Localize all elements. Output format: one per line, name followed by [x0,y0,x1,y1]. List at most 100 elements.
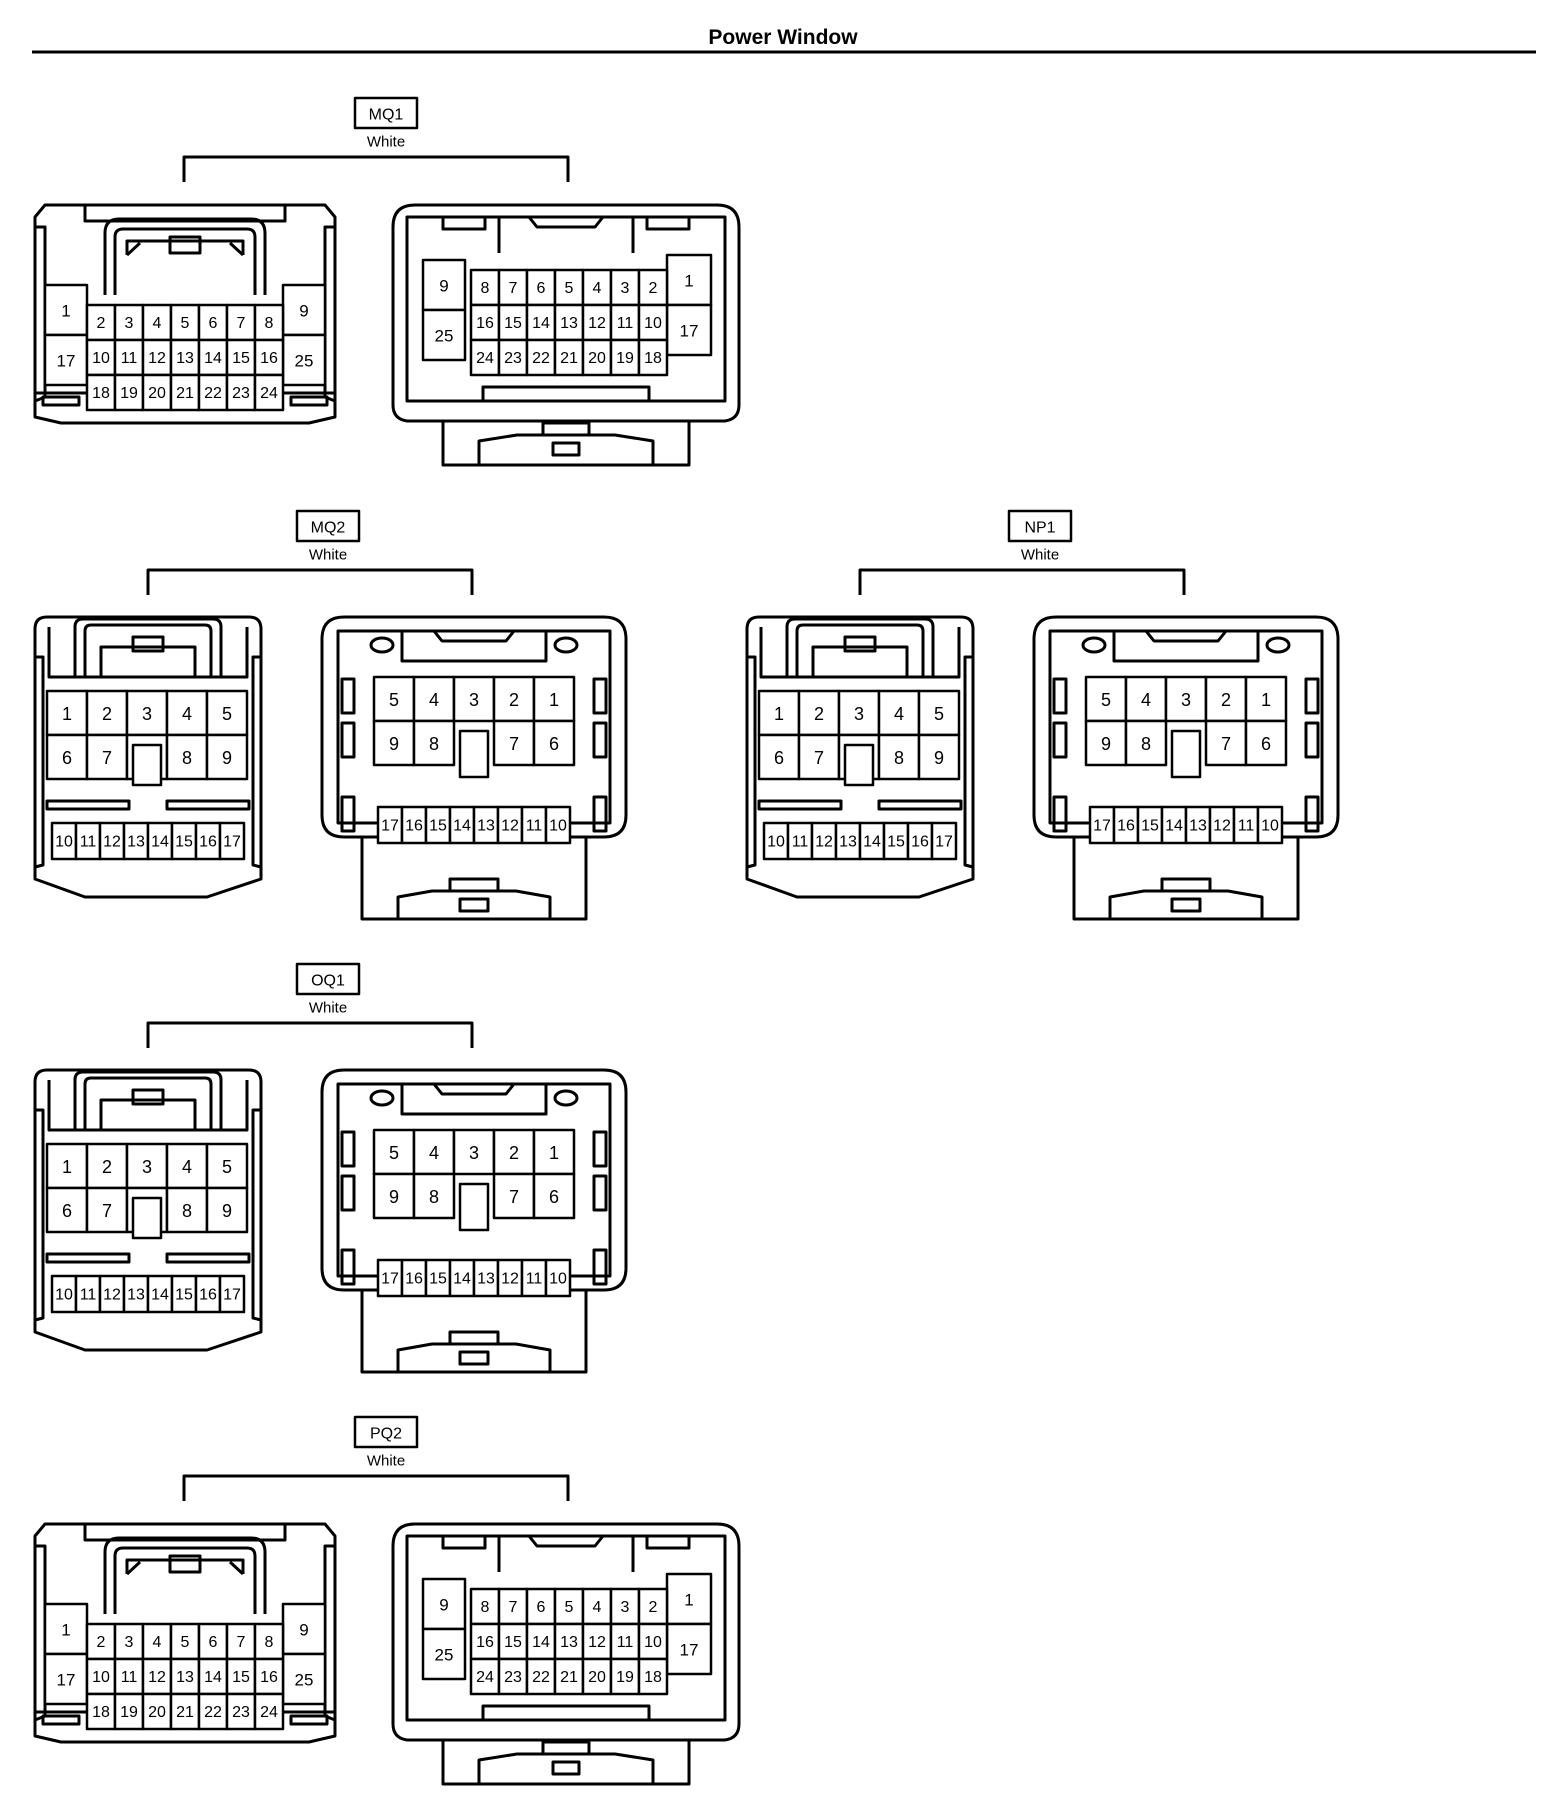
pin-number: 14 [453,1271,471,1288]
pin-number: 3 [1181,690,1191,710]
pin-number: 14 [1165,818,1183,835]
pin-number: 15 [504,1634,522,1651]
pin-number: 11 [526,1271,543,1288]
pin-number: 10 [767,834,785,851]
pin-number: 2 [97,315,106,332]
pin-cell [165,1186,209,1234]
pin-number: 2 [97,1634,106,1651]
pin-number: 6 [774,748,784,768]
pin-number: 17 [680,1641,699,1660]
pin-number: 15 [232,350,250,367]
pin-number: 17 [57,352,76,371]
pin-cell [225,1692,257,1731]
pin-cell [45,733,89,781]
pin-number: 12 [501,1271,519,1288]
pin-cell [1088,805,1116,845]
pin-cell [492,1172,536,1220]
pin-number: 2 [1221,690,1231,710]
pin-number: 3 [125,315,134,332]
connector-id-box [295,509,361,543]
pin-number: 6 [549,734,559,754]
pin-number: 17 [57,1671,76,1690]
pin-number: 1 [1261,690,1271,710]
connector-color: White [367,1453,405,1470]
pin-cell [421,258,467,312]
pin-number: 23 [232,1704,250,1721]
pin-number: 20 [148,1704,166,1721]
pin-number: 10 [1261,818,1279,835]
pin-number: 24 [260,1704,278,1721]
pin-number: 1 [61,1621,70,1640]
pin-number: 8 [265,1634,274,1651]
pin-number: 18 [644,1669,662,1686]
pin-cell [496,1258,524,1298]
pin-number: 24 [260,385,278,402]
connector-id-box [1007,509,1073,543]
pin-number: 9 [1101,734,1111,754]
pin-number: 16 [405,818,423,835]
pin-number: 6 [537,280,546,297]
pin-number: 13 [560,315,578,332]
pin-number: 11 [526,818,543,835]
pin-number: 17 [1093,818,1111,835]
pin-cell [412,719,456,767]
pin-number: 16 [476,1634,494,1651]
pin-number: 16 [476,315,494,332]
connector-bracket [182,1474,570,1501]
pin-number: 22 [532,350,550,367]
pin-number: 15 [1141,818,1159,835]
pin-cell [637,1622,669,1661]
pin-cell [141,338,173,377]
pin-cell [609,268,641,307]
connector-id: MQ1 [369,107,404,124]
pin-number: 16 [199,1287,217,1304]
pin-number: 5 [181,1634,190,1651]
pin-number: 15 [504,315,522,332]
pin-cell [218,1274,246,1314]
pin-number: 6 [1261,734,1271,754]
pin-number: 1 [549,690,559,710]
pin-number: 22 [204,385,222,402]
pin-number: 16 [260,1669,278,1686]
pin-number: 2 [509,690,519,710]
pin-cell [98,821,126,861]
pin-cell [113,338,145,377]
pin-cell [609,1657,641,1696]
pin-cell [253,373,285,412]
pin-cell [581,1657,613,1696]
pin-cell [544,805,572,845]
pin-number: 11 [617,315,634,332]
pin-cell [372,675,416,723]
pin-number: 11 [792,834,809,851]
pin-number: 5 [181,315,190,332]
pin-cell [122,821,150,861]
pin-cell [532,719,576,767]
pin-number: 3 [621,1599,630,1616]
pin-number: 4 [429,690,439,710]
pin-cell [225,303,257,342]
pin-number: 20 [588,1669,606,1686]
pin-cell [786,821,814,861]
pin-number: 16 [405,1271,423,1288]
connector-id-box [295,962,361,996]
pin-number: 13 [1189,818,1207,835]
pin-number: 25 [295,352,314,371]
pin-cell [125,1142,169,1190]
pin-number: 4 [182,1157,192,1177]
pin-cell [197,1657,229,1696]
pin-cell [1124,719,1168,767]
pin-cell [194,821,222,861]
pin-number: 15 [232,1669,250,1686]
pin-number: 3 [621,280,630,297]
pin-number: 4 [894,704,904,724]
pin-number: 4 [153,315,162,332]
pin-number: 21 [176,385,194,402]
pin-number: 6 [209,315,218,332]
pin-number: 14 [453,818,471,835]
pin-cell [125,689,169,737]
